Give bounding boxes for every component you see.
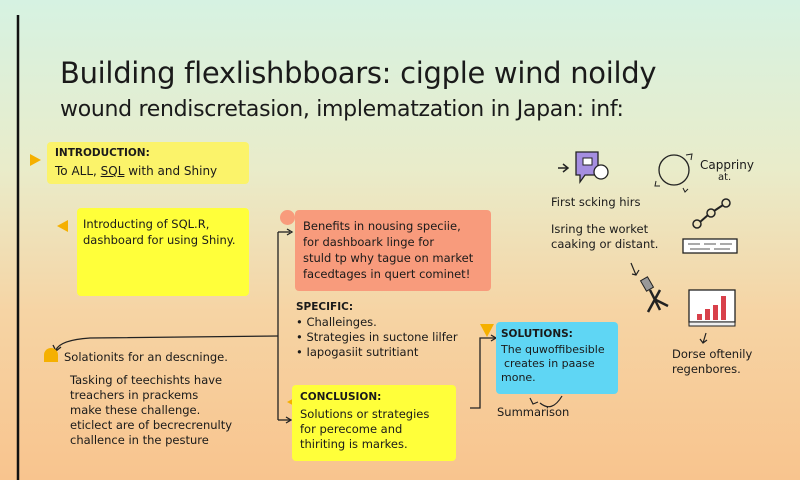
list-item: • Strategies in suctone lilfer — [296, 330, 458, 344]
title-line-2: wound rendiscretasion, implematzation in… — [60, 97, 624, 122]
intro-sql-box: Introducting of SQL.R, dashboard for usi… — [77, 208, 249, 296]
intro-text: To ALL, — [55, 164, 101, 178]
benefits-box: Benefits in nousing speciie, for dashboa… — [295, 210, 491, 291]
cappriny-sub: at. — [718, 172, 732, 183]
cycle-icon — [654, 153, 693, 193]
intro-sql: SQL — [100, 164, 125, 178]
solutions-label: SOLUTIONS: — [501, 328, 573, 340]
solutions-line: mone. — [501, 371, 536, 384]
left-note-heading: Solationits for an descninge. — [64, 350, 228, 364]
intro2-line: dashboard for using Shiny. — [83, 233, 236, 247]
intro2-line: Introducting of SQL.R, — [83, 217, 210, 231]
benefits-line: facedtages in quert cominet! — [303, 267, 471, 281]
cappriny-label: Cappriny — [700, 158, 754, 172]
introduction-box: INTRODUCTION: To ALL, SQL with and Shiny — [47, 142, 249, 184]
list-item: • Challeinges. — [296, 315, 377, 329]
summarison-label: Summarison — [497, 405, 570, 419]
benefits-line: Benefits in nousing speciie, — [303, 219, 461, 233]
server-icon — [682, 238, 738, 254]
orange-marker-icon — [30, 154, 41, 166]
salmon-dot-icon — [280, 210, 295, 225]
specific-label: SPECIFIC: — [296, 301, 354, 313]
list-item: • Iapogasiit sutritiant — [296, 345, 419, 359]
chat-bubble-icon — [575, 151, 609, 185]
conclusion-label: CONCLUSION: — [300, 391, 382, 403]
introduction-label: INTRODUCTION: — [55, 147, 150, 159]
solutions-line: creates in paase — [504, 357, 595, 370]
orange-marker-icon — [44, 348, 58, 362]
title-line-1: Building flexlishbboars: cigple wind noi… — [60, 56, 657, 90]
microphone-tools-icon — [639, 276, 669, 313]
first-label: First scking hirs — [551, 195, 641, 209]
bar-chart-icon — [688, 289, 736, 327]
specific-list: SPECIFIC: • Challeinges. • Strategies in… — [296, 300, 458, 360]
orange-marker-icon — [57, 220, 68, 232]
orange-marker-icon — [480, 324, 494, 337]
benefits-line: stuld tp why tague on market — [303, 251, 474, 265]
intro-text-end: with and Shiny — [124, 164, 218, 178]
benefits-line: for dashboark linge for — [303, 235, 435, 249]
node-chain-icon — [692, 198, 731, 229]
solutions-line: The quwoffibesible — [501, 343, 605, 356]
